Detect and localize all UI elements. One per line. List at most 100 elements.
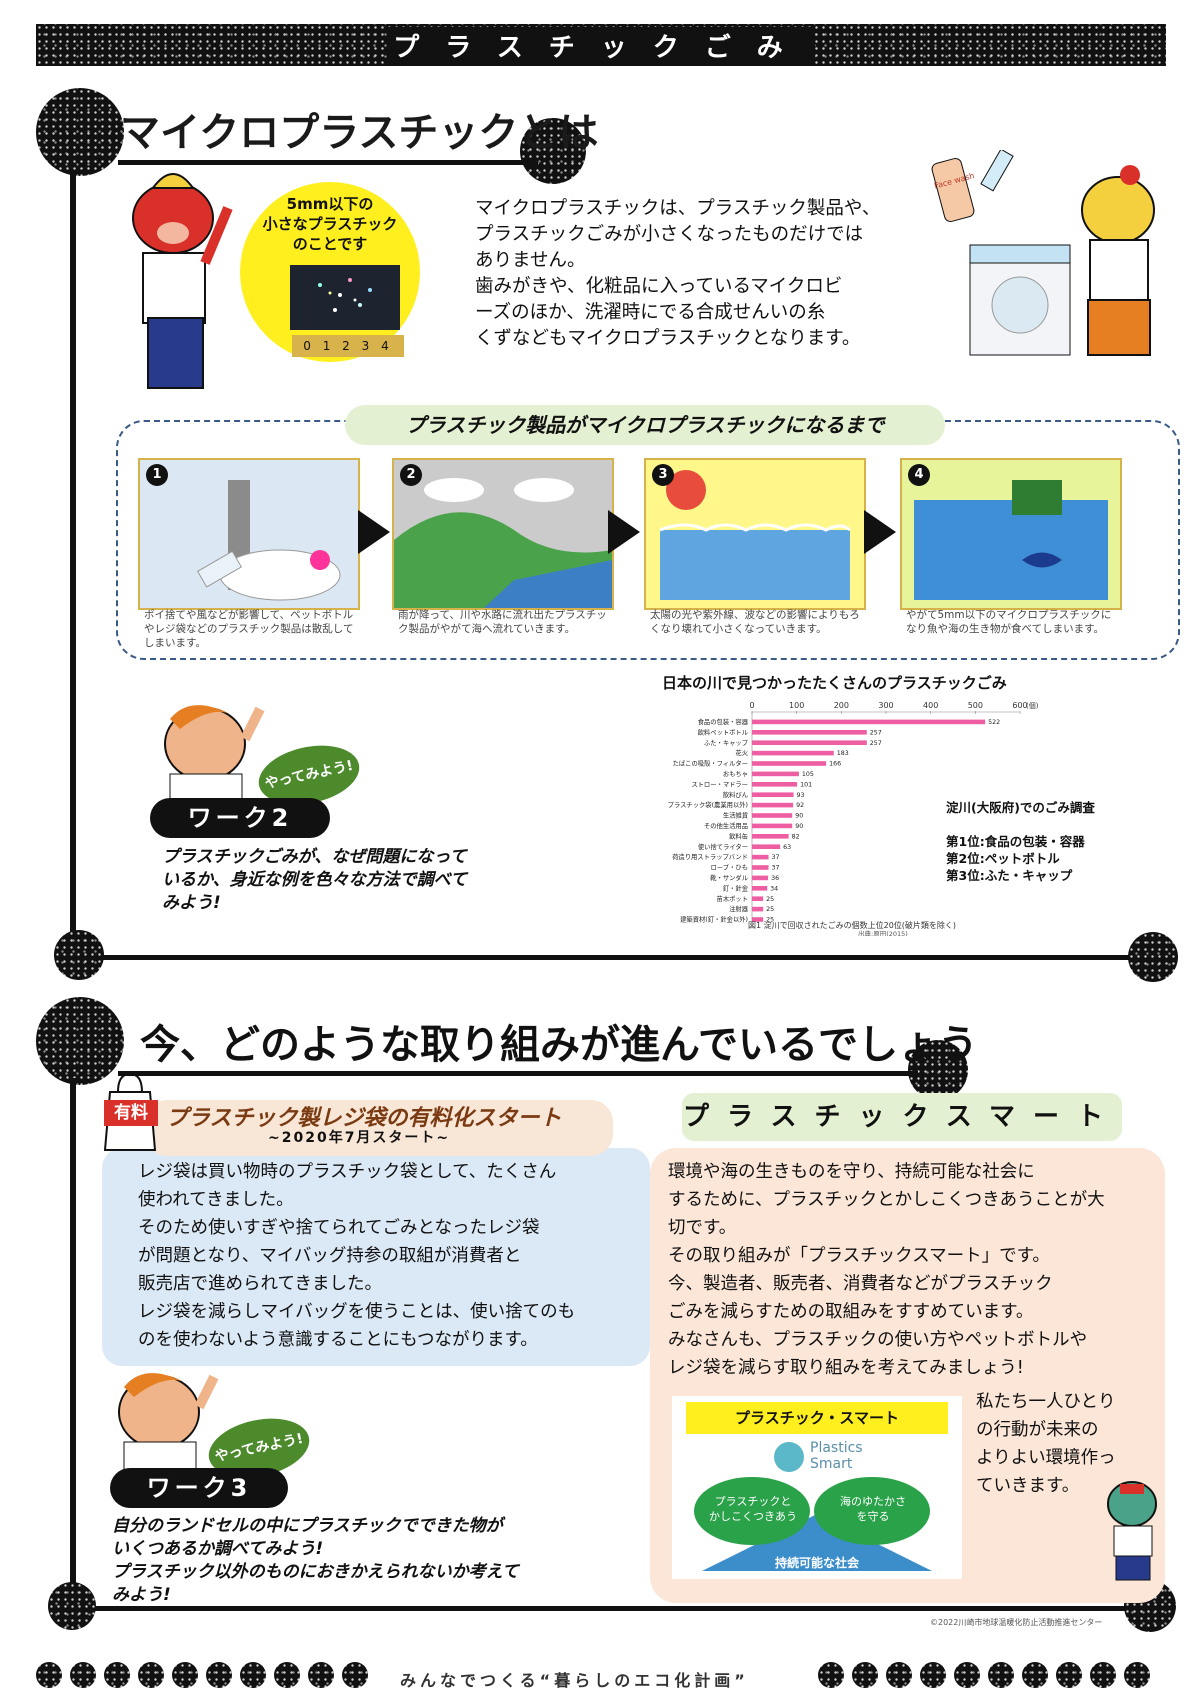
chart-annotation-line: 第1位:食品の包装・容器 [946,834,1085,849]
washing-machine-illustration: Face wash [931,150,1155,356]
x-tick-label: 600 [1012,701,1027,710]
bar [752,740,867,745]
bag-subtitle: ~2020年7月スタート~ [268,1130,451,1146]
data-label: 257 [870,729,882,736]
bag-title: プラスチック製レジ袋の有料化スタート [166,1106,562,1131]
step2-number: 2 [400,464,422,486]
ps-text-line: みなさんも、プラスチックの使い方やペットボトルや [668,1330,1088,1350]
section1-title: マイクロプラスチックとは [120,110,599,156]
data-label: 90 [795,823,803,830]
step3-image [644,458,866,610]
bar [752,823,793,829]
plastics-smart-text: 環境や海の生きものを守り、持続可能な社会に するために、プラスチックとかしこくつ… [668,1158,1158,1382]
work3-text: 自分のランドセルの中にプラスチックでできた物が いくつあるか調べてみよう! プラ… [112,1515,632,1607]
data-label: 90 [795,813,803,820]
bar [752,906,764,912]
footer-dot [886,1662,912,1688]
bar [752,875,769,881]
section2-title-dot [908,1040,968,1100]
footer-dots-left [36,1660,386,1690]
x-tick-label: 500 [968,701,983,710]
footer-dot [818,1662,844,1688]
category-label: ふた・キャップ [704,739,749,747]
bar [752,896,764,901]
category-label: 飲料ペットボトル [698,727,748,736]
work3-label: ワーク3 [110,1468,288,1508]
ps-logo-line: Smart [810,1456,853,1472]
footer-dot [172,1662,198,1688]
footer-dot [342,1662,368,1688]
ps-logo-text: Plastics Smart [810,1440,863,1472]
section2-title-underline [118,1071,918,1076]
intro-line: プラスチックごみが小さくなったものだけでは [475,224,864,245]
step3-caption: 太陽の光や紫外線、波などの影響によりもろくなり壊れて小さくなっていきます。 [650,609,860,635]
data-label: 34 [770,885,778,892]
bar [752,771,799,777]
step4-number: 4 [908,464,930,486]
data-label: 166 [829,761,841,768]
ps-left-circle-line: かしこくつきあう [709,1510,797,1523]
plastics-smart-panel: プラスチック・スマート Plastics Smart プラスチックと かしこくつ… [672,1396,962,1579]
footer-dot [138,1662,164,1688]
data-label: 183 [837,750,849,757]
data-label: 257 [870,740,882,747]
bag-text-line: のを使わないよう意識することにもつながります。 [138,1330,538,1350]
bar [752,782,798,787]
section2-corner-dot [36,997,124,1085]
bag-text-line: が問題となり、マイバッグ持参の取組が消費者と [138,1246,522,1266]
intro-line: 歯みがきや、化粧品に入っているマイクロビ [475,276,843,297]
footer-dot [206,1662,232,1688]
section2-title: 今、どのような取り組みが進んでいるでしょう [140,1022,978,1068]
x-axis-unit: (個) [1026,701,1039,710]
data-label: 25 [766,906,774,913]
bar [752,761,827,766]
bag-text-line: 販売店で進められてきました。 [138,1274,382,1294]
plastics-smart-side-text: 私たち一人ひとり の行動が未来の よりよい環境作っ ていきます。 [976,1388,1166,1500]
category-label: たばこの吸殻・フィルター [673,759,748,768]
chart-source: 出典:原田(2015) [858,929,908,936]
chart-annotation: 淀川(大阪府)でのごみ調査 第1位:食品の包装・容器 第2位:ペットボトル 第3… [946,799,1095,884]
bag-section-box [102,1148,650,1366]
red-bear-illustration [132,173,233,389]
ps-right-circle: 海のゆたかさ を守る [820,1494,926,1524]
flow-arrow-icon [864,510,896,554]
ps-side-line: よりよい環境作っ [976,1448,1116,1468]
bar [752,730,867,735]
category-label: 釘・針金 [723,883,749,892]
data-label: 105 [802,771,814,778]
footer-dot [1090,1662,1116,1688]
step2-image [392,458,614,610]
category-label: 飲料缶 [729,831,748,840]
x-tick-label: 0 [749,701,754,710]
work3-line: みよう! [112,1585,171,1605]
bar [752,750,834,756]
section1-left-border [70,170,76,960]
circle-text-line: 小さなプラスチック [262,215,398,233]
footer-dot [70,1662,96,1688]
footer-dot [920,1662,946,1688]
microplastic-photo [290,265,400,330]
work2-line: プラスチックごみが、なぜ問題になって [162,847,467,867]
bag-title-box [145,1100,613,1156]
footer-dot [240,1662,266,1688]
ps-text-line: 今、製造者、販売者、消費者などがプラスチック [668,1274,1053,1294]
bar [752,854,769,860]
ruler: 0 1 2 3 4 [292,335,404,357]
intro-line: ーズのほか、洗濯時にでる合成せんいの糸 [475,302,826,323]
data-label: 63 [783,844,791,851]
work2-text: プラスチックごみが、なぜ問題になって いるか、身近な例を色々な方法で調べて みよ… [162,846,562,915]
flow-title: プラスチック製品がマイクロプラスチックになるまで [345,405,945,445]
ps-right-circle-line: 海のゆたかさ [840,1495,906,1508]
intro-text: マイクロプラスチックは、プラスチック製品や、 プラスチックごみが小さくなったもの… [475,196,945,352]
chart-annotation-line: 淀川(大阪府)でのごみ調査 [946,800,1095,815]
intro-line: マイクロプラスチックは、プラスチック製品や、 [475,198,881,219]
ps-text-line: するために、プラスチックとかしこくつきあうことが大 [668,1190,1105,1210]
step1-image [138,458,360,610]
bar [752,813,793,818]
category-label: 飲料びん [723,790,748,799]
banner-title: プラスチックごみ [387,26,815,64]
work2-line: みよう! [162,893,221,913]
section1-corner-dot [36,88,124,176]
work2-label: ワーク2 [150,798,330,838]
